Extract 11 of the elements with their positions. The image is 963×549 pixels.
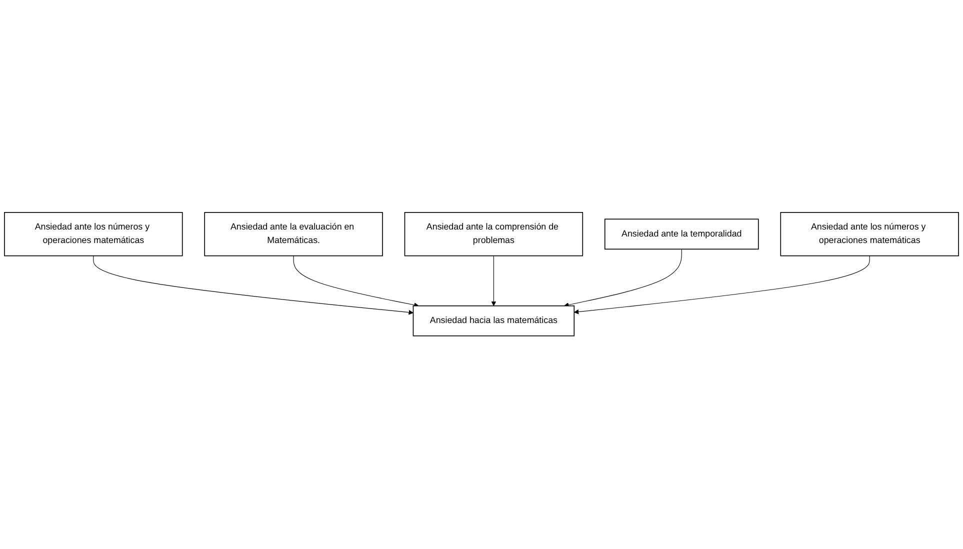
- node-box: Ansiedad ante los números y operaciones matemáticas: [780, 212, 959, 257]
- node-box: Ansiedad ante los números y operaciones matemáticas: [4, 212, 183, 257]
- node-box: Ansiedad hacia las matemáticas: [412, 306, 575, 337]
- node-box: Ansiedad ante la temporalidad: [604, 219, 759, 250]
- node-box: Ansiedad ante la evaluación en Matemáticas.: [204, 212, 383, 257]
- arrow: [93, 256, 414, 316]
- arrow: [574, 256, 870, 315]
- arrow: [293, 256, 419, 308]
- arrow: [491, 256, 496, 306]
- arrow: [564, 249, 682, 308]
- node-box: Ansiedad ante la comprensión de problemas: [404, 212, 584, 257]
